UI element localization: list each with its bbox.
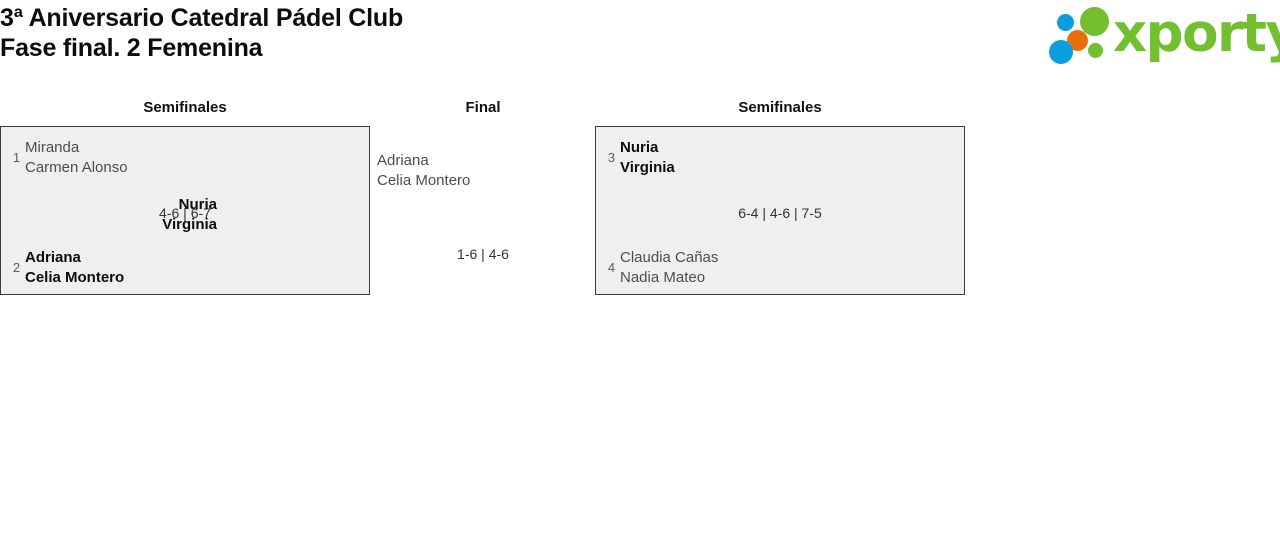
team-names: Miranda Carmen Alonso bbox=[25, 138, 128, 177]
team-player-2: Nadia Mateo bbox=[620, 268, 706, 286]
match-score: 4-6 | 6-7 bbox=[159, 205, 211, 221]
team-player-1: Claudia Cañas bbox=[620, 249, 719, 266]
green-small-dot-icon bbox=[1088, 43, 1103, 58]
green-large-dot-icon bbox=[1080, 7, 1109, 36]
team-seed: 3 bbox=[607, 150, 616, 165]
tournament-champion[interactable]: Nuria Virginia bbox=[0, 195, 217, 234]
team-player-2: Celia Montero bbox=[25, 268, 125, 286]
team-names: Claudia Cañas Nadia Mateo bbox=[620, 248, 718, 287]
match-final[interactable]: Adriana Celia Montero 1-6 | 4-6 bbox=[370, 126, 596, 295]
team-names: Adriana Celia Montero bbox=[377, 151, 470, 190]
team-player-1: Adriana bbox=[25, 249, 81, 266]
match-team-row[interactable]: 1 Miranda Carmen Alonso bbox=[8, 138, 128, 177]
tournament-header: 3ª Aniversario Catedral Pádel Club Fase … bbox=[0, 0, 1040, 63]
team-player-2: Celia Montero bbox=[377, 171, 471, 189]
round-heading-final: Final bbox=[465, 99, 501, 116]
xporty-logo[interactable]: xporty bbox=[1047, 3, 1280, 66]
team-player-2: Carmen Alonso bbox=[25, 158, 128, 176]
round-heading-semifinals-right: Semifinales bbox=[738, 99, 822, 116]
team-names: Nuria Virginia bbox=[0, 195, 217, 234]
team-seed: 1 bbox=[12, 150, 21, 165]
match-score: 6-4 | 4-6 | 7-5 bbox=[738, 205, 822, 221]
team-player-1: Miranda bbox=[25, 139, 80, 156]
team-player-1: Nuria bbox=[620, 139, 659, 156]
logo-wordmark: xporty bbox=[1113, 3, 1280, 64]
match-team-row[interactable]: 3 Nuria Virginia bbox=[603, 138, 675, 177]
team-seed: 4 bbox=[607, 260, 616, 275]
match-score: 1-6 | 4-6 bbox=[457, 246, 509, 262]
tournament-subtitle: Fase final. 2 Femenina bbox=[0, 34, 263, 62]
match-team-row[interactable]: Adriana Celia Montero bbox=[377, 151, 470, 190]
team-player-2: Virginia bbox=[162, 215, 217, 233]
tournament-title: 3ª Aniversario Catedral Pádel Club bbox=[0, 4, 404, 32]
team-seed: 2 bbox=[12, 260, 21, 275]
logo-dots-icon bbox=[1047, 4, 1119, 66]
match-team-row[interactable]: 2 Adriana Celia Montero bbox=[8, 248, 124, 287]
team-player-1: Nuria bbox=[178, 196, 217, 213]
match-team-row[interactable]: 4 Claudia Cañas Nadia Mateo bbox=[603, 248, 719, 287]
team-player-2: Virginia bbox=[620, 158, 675, 176]
match-semifinal-right[interactable]: 3 Nuria Virginia 6-4 | 4-6 | 7-5 4 Claud… bbox=[595, 126, 965, 295]
match-semifinal-left[interactable]: 1 Miranda Carmen Alonso 4-6 | 6-7 2 Adri… bbox=[0, 126, 370, 295]
blue-small-dot-icon bbox=[1057, 14, 1074, 31]
round-heading-semifinals-left: Semifinales bbox=[143, 99, 227, 116]
team-player-1: Adriana bbox=[377, 152, 429, 169]
blue-large-dot-icon bbox=[1049, 40, 1073, 64]
team-names: Adriana Celia Montero bbox=[25, 248, 124, 287]
orange-dot-icon bbox=[1067, 30, 1088, 51]
team-names: Nuria Virginia bbox=[620, 138, 675, 177]
